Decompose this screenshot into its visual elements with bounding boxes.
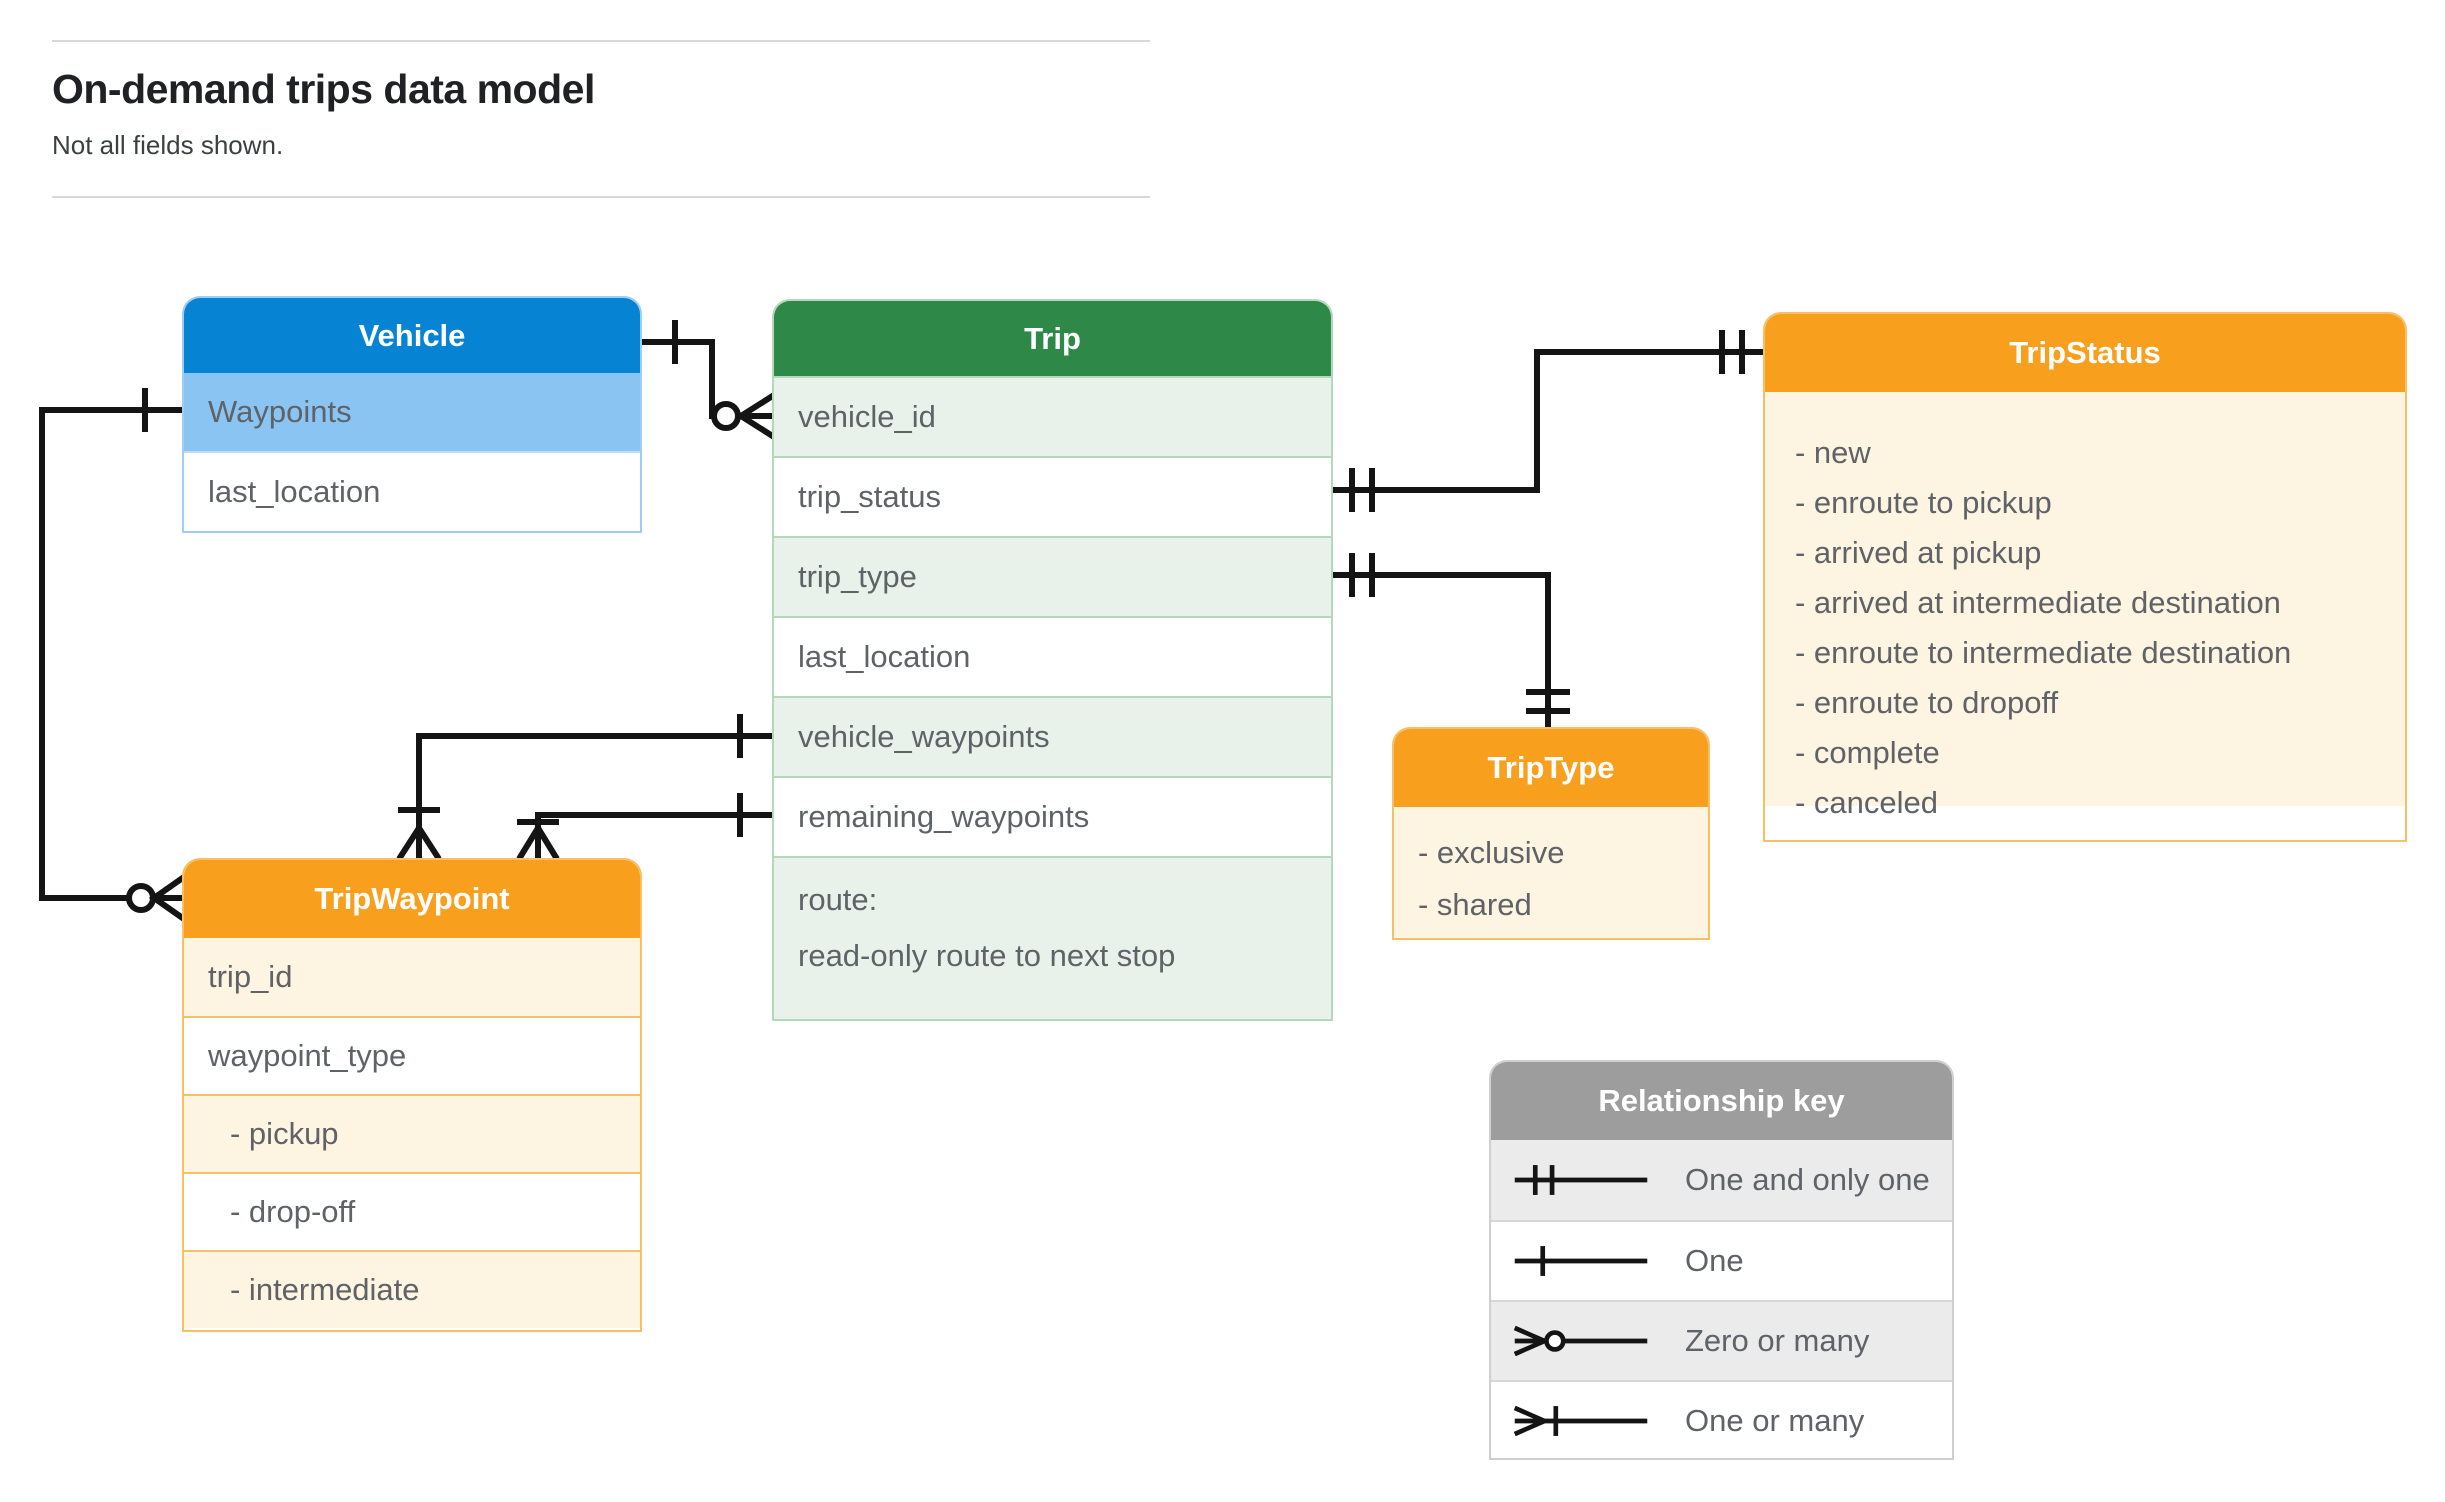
connector-remaining-waypoints-to-tripwaypoint — [516, 793, 772, 861]
legend-item-one-or-many: One or many — [1491, 1380, 1952, 1460]
page-subtitle: Not all fields shown. — [52, 130, 284, 160]
triptype-values: - exclusive - shared — [1394, 807, 1708, 938]
type-value: - shared — [1418, 887, 1532, 922]
crow-foot-many — [396, 822, 442, 861]
waypoint-value-dropoff: - drop-off — [184, 1172, 640, 1250]
tripstatus-values: - new - enroute to pickup - arrived at p… — [1765, 392, 2405, 820]
entity-vehicle-title: Vehicle — [184, 298, 640, 373]
legend-label: One and only one — [1685, 1162, 1930, 1197]
relationship-key-title: Relationship key — [1491, 1062, 1952, 1140]
legend-item-one: One — [1491, 1220, 1952, 1300]
field-last-location: last_location — [774, 616, 1331, 696]
connector-trip-type-to-triptype — [1333, 553, 1570, 727]
status-value: - enroute to intermediate destination — [1795, 635, 2292, 670]
entity-trip-title: Trip — [774, 301, 1331, 376]
status-value: - canceled — [1795, 785, 1939, 820]
entity-vehicle: Vehicle Waypoints last_location — [182, 296, 642, 533]
bottom-divider — [52, 196, 1150, 198]
legend-label: One — [1685, 1243, 1744, 1278]
waypoint-value-pickup: - pickup — [184, 1094, 640, 1172]
status-value: - new — [1795, 435, 1871, 470]
field-waypoints: Waypoints — [184, 373, 640, 451]
connector-vehicle-waypoints-field-to-tripwaypoint — [396, 714, 772, 861]
one-and-only-one-ticks — [1349, 468, 1375, 512]
legend-label: One or many — [1685, 1403, 1865, 1438]
status-value: - arrived at intermediate destination — [1795, 585, 2281, 620]
connector-vehicle-waypoints-to-tripwaypoint — [39, 388, 186, 922]
status-value: - complete — [1795, 735, 1940, 770]
connector-vehicle-to-trip — [642, 320, 776, 440]
crow-foot-many — [148, 874, 186, 922]
entity-tripwaypoint: TripWaypoint trip_id waypoint_type - pic… — [182, 858, 642, 1332]
field-last-location: last_location — [184, 451, 640, 531]
field-vehicle-waypoints: vehicle_waypoints — [774, 696, 1331, 776]
entity-trip: Trip vehicle_id trip_status trip_type la… — [772, 299, 1333, 1021]
one-or-many-icon — [1513, 1405, 1648, 1437]
entity-tripstatus: TripStatus - new - enroute to pickup - a… — [1763, 312, 2407, 842]
crow-foot-many — [735, 392, 776, 440]
one-icon — [1514, 1246, 1648, 1276]
legend-item-zero-or-many: Zero or many — [1491, 1300, 1952, 1380]
status-value: - enroute to dropoff — [1795, 685, 2059, 720]
field-route: route: read-only route to next stop — [774, 856, 1331, 1019]
one-and-only-one-ticks — [1349, 553, 1375, 597]
crow-foot-many — [516, 822, 560, 861]
connector-trip-status-to-tripstatus — [1333, 330, 1763, 512]
zero-or-many-icon — [1513, 1325, 1648, 1357]
waypoint-value-intermediate: - intermediate — [184, 1250, 640, 1328]
entity-tripstatus-title: TripStatus — [1765, 314, 2405, 392]
field-route-description: read-only route to next stop — [798, 938, 1176, 973]
field-remaining-waypoints: remaining_waypoints — [774, 776, 1331, 856]
legend-label: Zero or many — [1685, 1323, 1870, 1358]
status-value: - enroute to pickup — [1795, 485, 2052, 520]
field-waypoint-type: waypoint_type — [184, 1016, 640, 1094]
type-value: - exclusive — [1418, 835, 1565, 870]
field-route-label: route: — [798, 882, 878, 917]
legend-item-one-and-only-one: One and only one — [1491, 1140, 1952, 1220]
zero-circle — [711, 401, 741, 431]
field-trip-id: trip_id — [184, 938, 640, 1016]
page-title: On-demand trips data model — [52, 66, 595, 112]
field-vehicle-id: vehicle_id — [774, 376, 1331, 456]
entity-triptype-title: TripType — [1394, 729, 1708, 807]
relationship-key: Relationship key One and only one One Ze… — [1489, 1060, 1954, 1460]
entity-tripwaypoint-title: TripWaypoint — [184, 860, 640, 938]
one-and-only-one-ticks — [1719, 330, 1745, 374]
status-value: - arrived at pickup — [1795, 535, 2042, 570]
top-divider — [52, 40, 1150, 42]
one-and-only-one-icon — [1514, 1165, 1648, 1195]
one-and-only-one-ticks — [1526, 689, 1570, 714]
field-trip-status: trip_status — [774, 456, 1331, 536]
field-trip-type: trip_type — [774, 536, 1331, 616]
entity-triptype: TripType - exclusive - shared — [1392, 727, 1710, 940]
